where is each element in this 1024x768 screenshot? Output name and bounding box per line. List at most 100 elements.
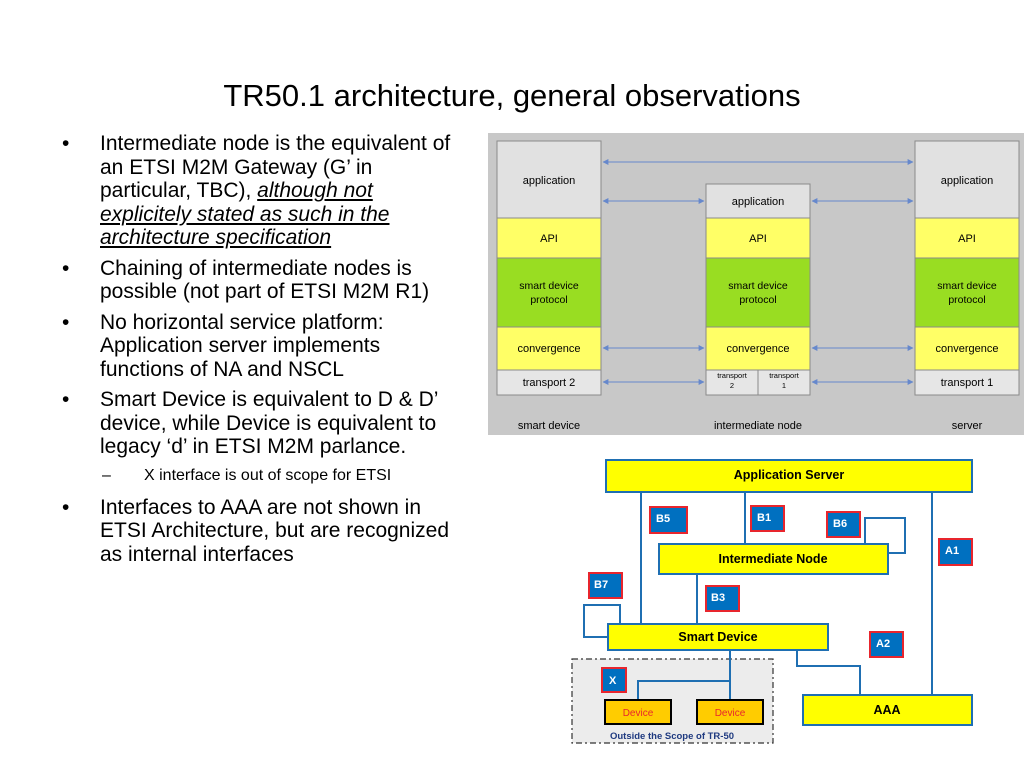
smart-device-label: Smart Device [678, 630, 757, 644]
bullet-text: Smart Device is equivalent to D & D’ dev… [100, 388, 438, 458]
sv-protocol-label-2: protocol [948, 294, 985, 306]
bullet-text: No horizontal service platform: Applicat… [100, 310, 384, 381]
interface-tags: B5 B1 B6 A1 B7 B3 A2 X [588, 505, 973, 693]
tag-b1 [750, 505, 785, 532]
sub-bullet-marker: – [102, 466, 111, 484]
tag-a1-label: A1 [945, 545, 959, 557]
device-label-1: Device [623, 708, 654, 719]
b6-loop [864, 517, 906, 554]
sd-application-label: application [523, 175, 576, 187]
sd-transport-layer [496, 369, 602, 396]
bullet-item-smart-device: • Smart Device is equivalent to D & D’ d… [62, 388, 462, 459]
tag-b1-label: B1 [757, 512, 771, 524]
server-stack: application API smart device protocol co… [914, 140, 1020, 432]
b7-loop [583, 604, 621, 638]
aaa-box [802, 694, 973, 726]
in-convergence-label: convergence [727, 343, 790, 355]
bullet-text: Chaining of intermediate nodes is possib… [100, 256, 430, 304]
intermediate-node-box [658, 543, 889, 575]
sv-transport-layer [914, 369, 1020, 396]
sd-protocol-layer [496, 257, 602, 328]
sd-protocol-label-1: smart device [519, 280, 579, 292]
application-server-box [605, 459, 973, 493]
tag-b6-label: B6 [833, 518, 847, 530]
aaa-label: AAA [873, 703, 900, 717]
in-protocol-layer [705, 257, 811, 328]
bullet-marker: • [62, 132, 70, 155]
tag-b6 [826, 511, 861, 538]
sv-application-label: application [941, 175, 994, 187]
in-application-label: application [732, 196, 785, 208]
protocol-stack-diagram: application API smart device protocol co… [488, 133, 1024, 435]
tag-b5 [649, 506, 688, 534]
sv-convergence-label: convergence [936, 343, 999, 355]
in-column-label: intermediate node [714, 420, 802, 432]
sub-bullet-x-interface: – X interface is out of scope for ETSI [102, 466, 462, 486]
in-transport-left [705, 369, 759, 396]
tag-b7 [588, 572, 623, 599]
out-of-scope-caption: Outside the Scope of TR-50 [610, 731, 734, 742]
smart-device-box [607, 623, 829, 651]
sv-application-layer [914, 140, 1020, 219]
bullet-item-chaining: • Chaining of intermediate nodes is poss… [62, 257, 462, 304]
sd-api-label: API [540, 233, 558, 245]
sv-protocol-label-1: smart device [937, 280, 997, 292]
tag-x [601, 667, 627, 693]
bullet-item-aaa: • Interfaces to AAA are not shown in ETS… [62, 496, 462, 567]
sv-convergence-layer [914, 326, 1020, 371]
sv-column-label: server [952, 420, 983, 432]
bullet-item-intermediate-node: • Intermediate node is the equivalent of… [62, 132, 462, 250]
sd-column-label: smart device [518, 420, 580, 432]
tag-b5-label: B5 [656, 513, 670, 525]
bullet-marker: • [62, 388, 70, 411]
tag-b3 [705, 585, 740, 612]
tag-a2-label: A2 [876, 638, 890, 650]
sd-application-layer [496, 140, 602, 219]
peer-arrows [602, 159, 914, 385]
tag-b3-label: B3 [711, 592, 725, 604]
intermediate-node-label: Intermediate Node [718, 552, 827, 566]
sv-api-label: API [958, 233, 976, 245]
device-box-1 [604, 699, 672, 725]
in-transport-left-label-1: transport [717, 371, 748, 380]
x-line [637, 680, 730, 700]
in-protocol-label-2: protocol [739, 294, 776, 306]
tag-b7-label: B7 [594, 579, 608, 591]
in-transport-right-label-1: transport [769, 371, 800, 380]
bullet-list: • Intermediate node is the equivalent of… [62, 132, 462, 573]
sub-bullet-text: X interface is out of scope for ETSI [144, 466, 392, 484]
tag-a2 [869, 631, 904, 658]
bullet-marker: • [62, 256, 70, 280]
sd-convergence-label: convergence [518, 343, 581, 355]
in-api-layer [705, 217, 811, 259]
intermediate-node-stack: application API smart device protocol co… [705, 183, 811, 432]
in-application-layer [705, 183, 811, 219]
in-transport-left-label-2: 2 [730, 381, 734, 390]
device-label-2: Device [715, 708, 746, 719]
in-transport-right [757, 369, 811, 396]
sv-protocol-layer [914, 257, 1020, 328]
bullet-marker: • [62, 310, 70, 334]
sd-api-layer [496, 217, 602, 259]
bullet-emphasis: although not explicitely stated as such … [100, 179, 390, 249]
interface-lines [583, 492, 933, 700]
tag-x-label: X [609, 675, 617, 687]
sv-api-layer [914, 217, 1020, 259]
bullet-text: Interfaces to AAA are not shown in ETSI … [100, 495, 450, 566]
smart-device-stack: application API smart device protocol co… [496, 140, 602, 432]
bullet-item-no-horizontal-platform: • No horizontal service platform: Applic… [62, 311, 462, 382]
sv-transport-label: transport 1 [941, 377, 994, 389]
sd-convergence-layer [496, 326, 602, 371]
interface-diagram: Outside the Scope of TR-50 Application S… [571, 459, 973, 744]
in-transport-right-label-2: 1 [782, 381, 786, 390]
device-box-2 [696, 699, 764, 725]
sd-transport-label: transport 2 [523, 377, 576, 389]
application-server-label: Application Server [734, 468, 845, 482]
in-api-label: API [749, 233, 767, 245]
bullet-text: Intermediate node is the equivalent of a… [100, 132, 451, 202]
bullet-marker: • [62, 495, 70, 519]
a2-line [796, 650, 861, 695]
tag-a1 [938, 538, 973, 566]
in-protocol-label-1: smart device [728, 280, 788, 292]
